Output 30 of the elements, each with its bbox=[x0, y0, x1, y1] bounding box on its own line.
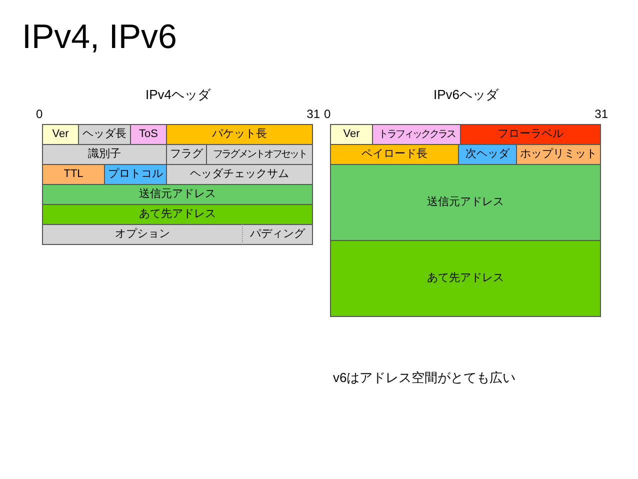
header-field: フラグ bbox=[166, 144, 207, 165]
note-text: v6はアドレス空間がとても広い bbox=[333, 369, 516, 387]
header-field: あて先アドレス bbox=[42, 204, 313, 225]
header-field: パディング bbox=[242, 224, 313, 245]
header-field: ヘッダ長 bbox=[78, 124, 131, 145]
header-field: 送信元アドレス bbox=[42, 184, 313, 205]
header-field: あて先アドレス bbox=[330, 240, 601, 317]
bit-index: 31 bbox=[306, 108, 320, 120]
header-field: ToS bbox=[130, 124, 167, 145]
header-field: 識別子 bbox=[42, 144, 167, 165]
header-field: 送信元アドレス bbox=[330, 164, 601, 241]
header-field: ホップリミット bbox=[516, 144, 601, 165]
header-field: ヘッダチェックサム bbox=[166, 164, 313, 185]
header-field: ペイロード長 bbox=[330, 144, 459, 165]
header-field: パケット長 bbox=[166, 124, 313, 145]
table-heading: IPv4ヘッダ bbox=[144, 88, 212, 101]
bit-index: 0 bbox=[324, 108, 331, 120]
table-heading: IPv6ヘッダ bbox=[432, 88, 500, 101]
header-field: Ver bbox=[330, 124, 373, 145]
header-field: オプション bbox=[42, 224, 242, 245]
header-field: TTL bbox=[42, 164, 105, 185]
header-field: プロトコル bbox=[104, 164, 167, 185]
header-field: フラグメントオフセット bbox=[206, 144, 313, 165]
header-field: Ver bbox=[42, 124, 79, 145]
header-field: フローラベル bbox=[460, 124, 601, 145]
bit-index: 31 bbox=[594, 108, 608, 120]
bit-index: 0 bbox=[36, 108, 43, 120]
header-field: トラフィッククラス bbox=[372, 124, 461, 145]
slide-title: IPv4, IPv6 bbox=[22, 17, 177, 58]
header-field: 次ヘッダ bbox=[458, 144, 517, 165]
